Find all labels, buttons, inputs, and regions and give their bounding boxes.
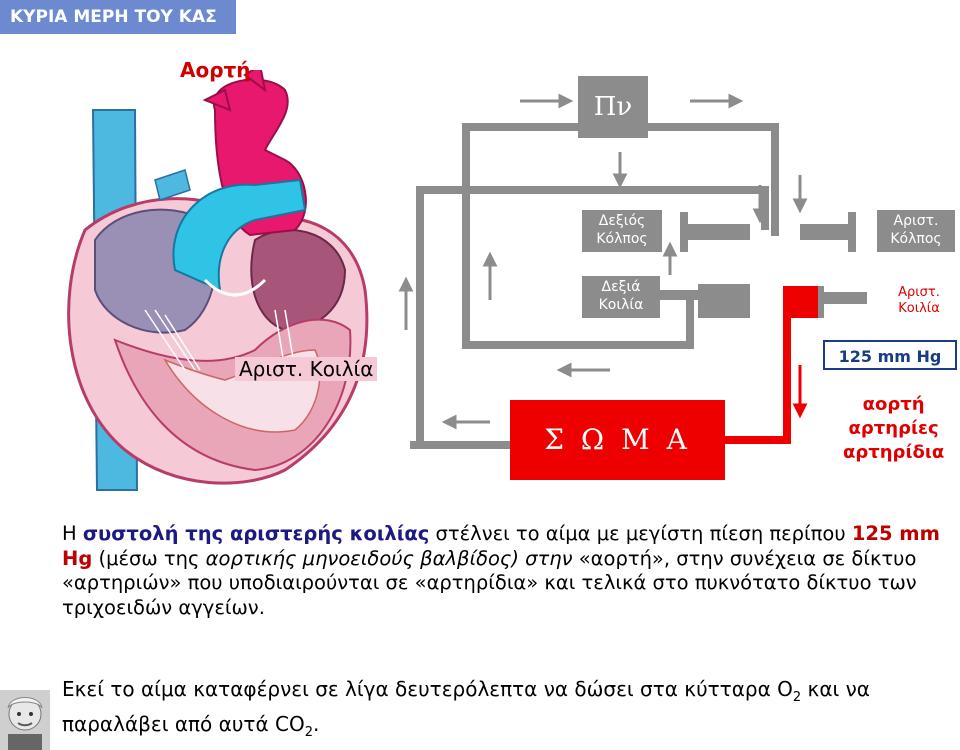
p1-part-c: στέλνει το αίμα με μεγίστη πίεση περίπου: [429, 522, 852, 545]
p1-bold: συστολή της αριστερής κοιλίας: [82, 522, 430, 545]
p2-sub-o2: 2: [792, 690, 802, 705]
left-atrium-line1: Αριστ.: [893, 213, 939, 229]
p2-part-a: Εκεί το αίμα καταφέρνει σε λίγα δευτερόλ…: [62, 677, 793, 701]
header-title: ΚΥΡΙΑ ΜΕΡΗ ΤΟΥ ΚΑΣ: [0, 0, 236, 34]
right-ventricle-line1: Δεξιά: [601, 279, 641, 295]
lungs-label: Πν: [593, 92, 633, 122]
left-atrium-box: [877, 210, 955, 252]
right-atrium-label: Δεξιός Κόλπος: [582, 212, 662, 248]
p1-italic: αορτικής μηνοειδούς βαλβίδος) στην: [205, 546, 573, 570]
left-atrium-line2: Κόλπος: [890, 231, 942, 247]
aorta-label: Αορτή: [180, 58, 251, 82]
vessel-arterioles: αρτηρίδια: [843, 442, 945, 463]
right-ventricle-line2: Κοιλία: [598, 297, 644, 313]
vessels-list: αορτή αρτηρίες αρτηρίδια: [843, 393, 944, 465]
right-atrium-box: [582, 210, 662, 252]
p1-part-e: (μέσω της: [92, 546, 206, 570]
circulation-diagram: [398, 76, 955, 480]
p2-part-b: και να παραλάβει από αυτά CO: [62, 677, 870, 736]
right-ventricle-box: [582, 276, 660, 318]
body-box: [510, 400, 725, 480]
pressure-badge: 125 mm Hg: [823, 340, 957, 370]
vessel-arteries: αρτηρίες: [848, 418, 939, 439]
right-atrium-line2: Κόλπος: [596, 231, 648, 247]
portrait-image: [0, 690, 50, 750]
heart-illustration: [67, 70, 369, 491]
lungs-box: [578, 76, 648, 138]
body-label: Σ Ω Μ Α: [544, 423, 691, 456]
left-ventricle-red-block: [783, 286, 818, 318]
p1-pressure: 125 mm Hg: [62, 522, 940, 570]
paragraph-systole: Η συστολή της αριστερής κοιλίας στέλνει …: [62, 522, 942, 620]
left-ventricle-label: Αριστ. Κοιλία: [235, 357, 378, 381]
left-ventricle-diagram-label: Αριστ. Κοιλία: [884, 285, 954, 317]
paragraph-exchange: Εκεί το αίμα καταφέρνει σε λίγα δευτερόλ…: [62, 676, 952, 746]
right-ventricle-label: Δεξιά Κοιλία: [582, 278, 660, 314]
p1-part-g: «αορτή», στην συνέχεια σε δίκτυο «αρτηρι…: [62, 546, 917, 619]
p1-part-a: Η: [62, 522, 83, 545]
p2-sub-co2: 2: [304, 725, 313, 740]
left-atrium-label: Αριστ. Κόλπος: [877, 212, 955, 248]
p2-part-c: .: [312, 712, 320, 736]
vessel-aorta: αορτή: [862, 394, 925, 415]
right-atrium-line1: Δεξιός: [598, 213, 646, 229]
left-ventricle-line1: Αριστ.: [898, 285, 940, 300]
left-ventricle-line2: Κοιλία: [898, 301, 940, 316]
